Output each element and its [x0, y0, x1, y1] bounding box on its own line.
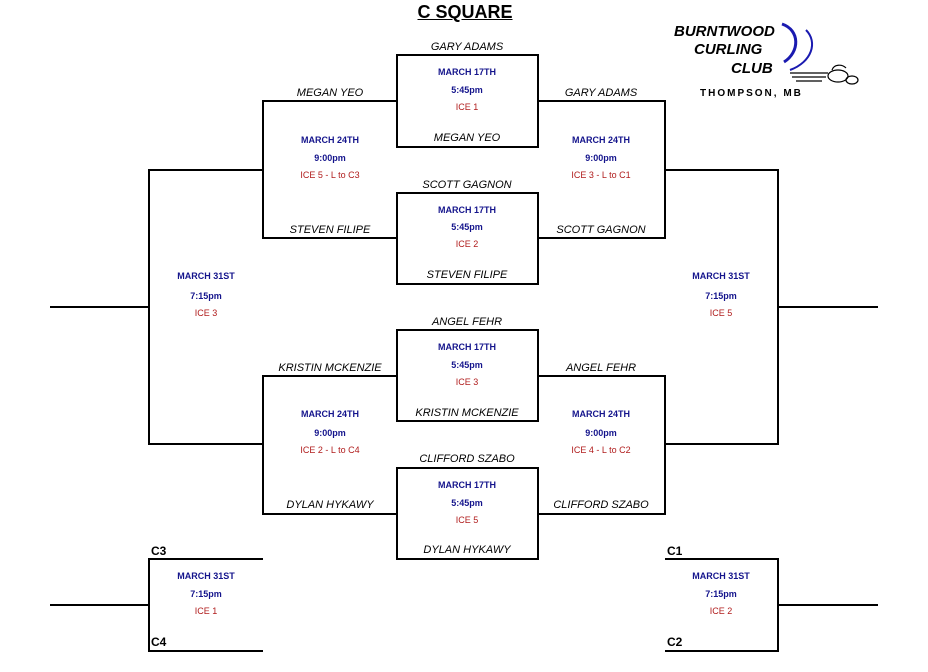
r1-2-bottom-team: STEVEN FILIPE	[426, 269, 508, 281]
r1-4-ice: ICE 5	[455, 515, 479, 525]
seed-c1: C1	[667, 544, 683, 558]
bottom-right-ice: ICE 2	[709, 606, 733, 616]
logo-line-1: BURNTWOOD	[674, 23, 775, 40]
final-left-time: 7:15pm	[190, 291, 222, 301]
r1-1-ice: ICE 1	[455, 102, 479, 112]
l2-2-ice: ICE 2 - L to C4	[300, 445, 360, 455]
r1-2-time: 5:45pm	[451, 222, 483, 232]
w2-1-date: MARCH 24TH	[571, 135, 631, 145]
final-right-time: 7:15pm	[705, 291, 737, 301]
w2-2-time: 9:00pm	[585, 428, 617, 438]
l2-1-time: 9:00pm	[314, 153, 346, 163]
r1-3-date: MARCH 17TH	[437, 342, 497, 352]
r1-3-top-team: ANGEL FEHR	[431, 316, 503, 328]
bottom-left-date: MARCH 31ST	[177, 571, 235, 581]
logo-location: THOMPSON, MB	[700, 88, 803, 99]
bracket-final-left	[148, 169, 263, 445]
r1-1-time: 5:45pm	[451, 85, 483, 95]
w2-1-time: 9:00pm	[585, 153, 617, 163]
w2-1-bottom-team: SCOTT GAGNON	[556, 224, 646, 236]
page-title: C SQUARE	[417, 2, 513, 22]
w2-2-date: MARCH 24TH	[571, 409, 631, 419]
r1-3-bottom-team: KRISTIN MCKENZIE	[415, 407, 519, 419]
l2-1-top-team: MEGAN YEO	[296, 87, 364, 99]
r1-2-top-team: SCOTT GAGNON	[422, 179, 512, 191]
seed-c3: C3	[151, 544, 167, 558]
l2-1-date: MARCH 24TH	[300, 135, 360, 145]
logo-line-2: CURLING	[694, 41, 763, 58]
r1-4-date: MARCH 17TH	[437, 480, 497, 490]
bottom-left-ice: ICE 1	[194, 606, 218, 616]
logo-line-3: CLUB	[731, 60, 773, 77]
curling-swoosh-icon	[781, 22, 814, 71]
l2-2-bottom-team: DYLAN HYKAWY	[286, 499, 374, 511]
bottom-right-date: MARCH 31ST	[692, 571, 750, 581]
seed-c4: C4	[151, 635, 167, 649]
w2-2-top-team: ANGEL FEHR	[565, 362, 637, 374]
r1-4-time: 5:45pm	[451, 498, 483, 508]
l2-2-top-team: KRISTIN MCKENZIE	[278, 362, 382, 374]
r1-3-ice: ICE 3	[455, 377, 479, 387]
final-left-ice: ICE 3	[194, 308, 218, 318]
r1-4-bottom-team: DYLAN HYKAWY	[423, 544, 511, 556]
r1-1-date: MARCH 17TH	[437, 67, 497, 77]
r1-1-bottom-team: MEGAN YEO	[433, 132, 501, 144]
l2-2-date: MARCH 24TH	[300, 409, 360, 419]
r1-1-top-team: GARY ADAMS	[430, 41, 504, 53]
final-left-date: MARCH 31ST	[177, 271, 235, 281]
r1-4-top-team: CLIFFORD SZABO	[419, 453, 515, 465]
bottom-right-time: 7:15pm	[705, 589, 737, 599]
r1-3-time: 5:45pm	[451, 360, 483, 370]
r1-2-ice: ICE 2	[455, 239, 479, 249]
w2-2-bottom-team: CLIFFORD SZABO	[553, 499, 649, 511]
w2-1-top-team: GARY ADAMS	[564, 87, 638, 99]
l2-1-ice: ICE 5 - L to C3	[300, 170, 360, 180]
final-right-date: MARCH 31ST	[692, 271, 750, 281]
w2-1-ice: ICE 3 - L to C1	[571, 170, 631, 180]
bracket-final-right	[665, 169, 779, 445]
bottom-left-time: 7:15pm	[190, 589, 222, 599]
l2-1-bottom-team: STEVEN FILIPE	[289, 224, 371, 236]
curling-stone-icon	[790, 64, 859, 85]
final-right-ice: ICE 5	[709, 308, 733, 318]
seed-c2: C2	[667, 635, 683, 649]
l2-2-time: 9:00pm	[314, 428, 346, 438]
w2-2-ice: ICE 4 - L to C2	[571, 445, 631, 455]
r1-2-date: MARCH 17TH	[437, 205, 497, 215]
